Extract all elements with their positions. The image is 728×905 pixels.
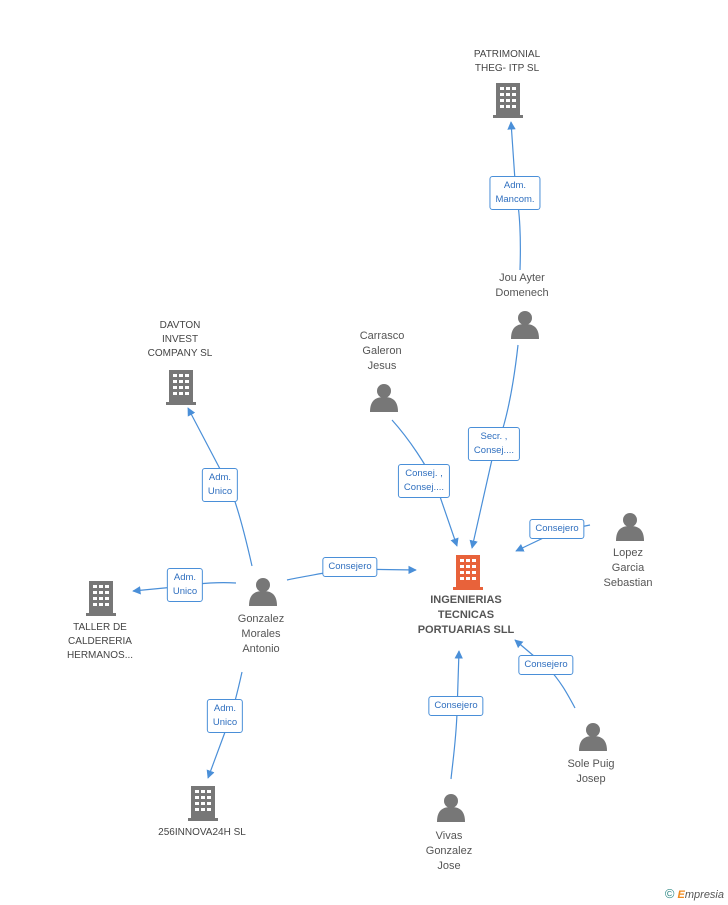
node-label-davton[interactable]: DAVTON INVEST COMPANY SL [147, 320, 213, 359]
building-icon-taller[interactable] [86, 581, 116, 616]
building-icon-davton[interactable] [166, 370, 196, 405]
edge-label-gonzalez-to-davton[interactable]: Adm. Unico [201, 468, 239, 502]
node-label-taller[interactable]: TALLER DE CALDERERIA HERMANOS... [66, 622, 134, 661]
nodes-layer [86, 83, 644, 822]
person-icon-carrasco[interactable] [370, 384, 398, 412]
building-icon-main[interactable] [453, 555, 483, 590]
person-icon-jou[interactable] [511, 311, 539, 339]
edge-label-carrasco-to-main[interactable]: Consej. , Consej.... [397, 464, 451, 498]
edge-label-gonzalez-to-innova[interactable]: Adm. Unico [206, 699, 244, 733]
brand-initial: E [677, 889, 685, 901]
node-label-sole[interactable]: Sole Puig Josep [567, 758, 615, 785]
node-label-lopez[interactable]: Lopez Garcia Sebastian [603, 547, 653, 589]
edge-label-lopez-to-main[interactable]: Consejero [529, 519, 585, 539]
node-label-innova[interactable]: 256INNOVA24H SL [158, 827, 246, 838]
node-label-vivas[interactable]: Vivas Gonzalez Jose [425, 830, 473, 872]
building-icon-innova[interactable] [188, 786, 218, 821]
edge-label-jou-to-patrimonial[interactable]: Adm. Mancom. [489, 176, 541, 210]
building-icon-patrimonial[interactable] [493, 83, 523, 118]
edge-label-vivas-to-main[interactable]: Consejero [428, 696, 484, 716]
edges-layer [132, 121, 591, 780]
brand-name: mpresia [684, 889, 724, 901]
node-label-patrimonial[interactable]: PATRIMONIAL THEG- ITP SL [473, 49, 541, 74]
edge-label-gonzalez-to-taller[interactable]: Adm. Unico [166, 568, 204, 602]
node-label-gonzalez[interactable]: Gonzalez Morales Antonio [237, 613, 285, 655]
person-icon-vivas[interactable] [437, 794, 465, 822]
person-icon-sole[interactable] [579, 723, 607, 751]
node-label-carrasco[interactable]: Carrasco Galeron Jesus [359, 330, 405, 372]
node-label-jou[interactable]: Jou Ayter Domenech [495, 272, 549, 299]
person-icon-gonzalez[interactable] [249, 578, 277, 606]
edge-label-sole-to-main[interactable]: Consejero [518, 655, 574, 675]
edge-label-jou-to-main[interactable]: Secr. , Consej.... [467, 427, 521, 461]
person-icon-lopez[interactable] [616, 513, 644, 541]
empresia-footer[interactable]: © Empresia [665, 886, 724, 901]
copyright-icon: © [664, 886, 675, 901]
edge-label-gonzalez-to-main[interactable]: Consejero [322, 557, 378, 577]
node-label-main[interactable]: INGENIERIAS TECNICAS PORTUARIAS SLL [417, 594, 515, 636]
